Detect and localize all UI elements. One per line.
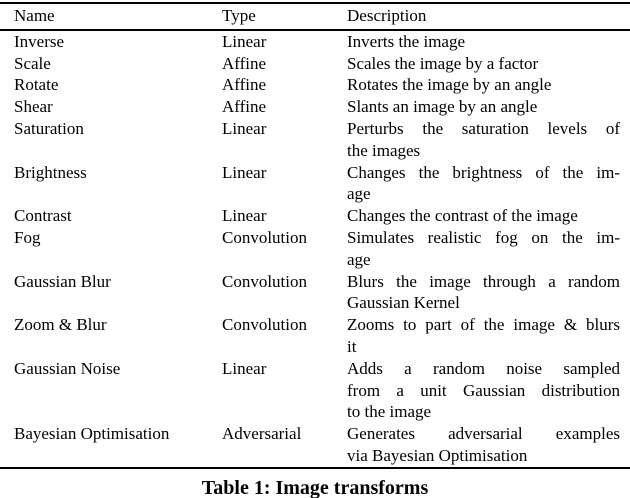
table-row: Saturation Linear Perturbs the saturatio… bbox=[0, 118, 630, 162]
description-line: Adds a random noise sampled bbox=[347, 358, 620, 378]
description-line: via Bayesian Optimisation bbox=[347, 445, 528, 465]
description-line: Simulates realistic fog on the im- bbox=[347, 227, 620, 247]
cell-description: Inverts the image bbox=[347, 30, 630, 53]
cell-type: Convolution bbox=[222, 271, 308, 291]
description-line: age bbox=[347, 184, 371, 204]
cell-type: Linear bbox=[222, 358, 267, 378]
cell-description: Rotates the image by an angle bbox=[347, 74, 630, 96]
cell-name: Bayesian Optimisation bbox=[14, 424, 170, 444]
cell-name: Inverse bbox=[14, 31, 65, 51]
description-line: it bbox=[347, 336, 357, 356]
table-row: Gaussian Noise Linear Adds a random nois… bbox=[0, 358, 630, 423]
cell-type: Affine bbox=[222, 75, 267, 95]
table-row: Shear Affine Slants an image by an angle bbox=[0, 96, 630, 118]
cell-type: Convolution bbox=[222, 227, 308, 247]
table-row: Contrast Linear Changes the contrast of … bbox=[0, 205, 630, 227]
cell-name: Scale bbox=[14, 53, 51, 73]
description-line: to the image bbox=[347, 402, 432, 422]
table-body: Inverse Linear Inverts the image Scale A… bbox=[0, 30, 630, 468]
cell-description: Simulates realistic fog on the im-age bbox=[347, 227, 630, 271]
cell-name: Brightness bbox=[14, 162, 87, 182]
table-header: Name Type Description bbox=[0, 3, 630, 30]
table-caption: Table 1: Image transforms bbox=[201, 476, 429, 498]
table-row: Gaussian Blur Convolution Blurs the imag… bbox=[0, 271, 630, 315]
header-row: Name Type Description bbox=[0, 3, 630, 30]
cell-description: Changes the contrast of the image bbox=[347, 205, 630, 227]
cell-type: Convolution bbox=[222, 315, 308, 335]
image-transforms-table: Name Type Description Inverse Linear Inv… bbox=[0, 2, 630, 469]
description-line: Slants an image by an angle bbox=[347, 97, 538, 117]
table-row: Brightness Linear Changes the brightness… bbox=[0, 162, 630, 206]
description-line: Changes the brightness of the im- bbox=[347, 162, 620, 182]
cell-name: Shear bbox=[14, 97, 53, 117]
table-row: Scale Affine Scales the image by a facto… bbox=[0, 53, 630, 75]
description-line: Perturbs the saturation levels of bbox=[347, 118, 620, 138]
description-line: the images bbox=[347, 140, 421, 160]
description-line: age bbox=[347, 249, 371, 269]
cell-type: Linear bbox=[222, 118, 267, 138]
cell-name: Gaussian Noise bbox=[14, 358, 121, 378]
description-line: Scales the image by a factor bbox=[347, 53, 539, 73]
description-line: Inverts the image bbox=[347, 31, 466, 51]
cell-description: Slants an image by an angle bbox=[347, 96, 630, 118]
description-line: from a unit Gaussian distribution bbox=[347, 380, 620, 400]
column-header-type: Type bbox=[222, 6, 256, 25]
description-line: Gaussian Kernel bbox=[347, 293, 460, 313]
cell-type: Affine bbox=[222, 97, 267, 117]
table-row: Rotate Affine Rotates the image by an an… bbox=[0, 74, 630, 96]
description-line: Rotates the image by an angle bbox=[347, 75, 552, 95]
cell-type: Adversarial bbox=[222, 424, 302, 444]
cell-description: Changes the brightness of the im-age bbox=[347, 162, 630, 206]
cell-name: Saturation bbox=[14, 118, 84, 138]
cell-name: Rotate bbox=[14, 75, 59, 95]
column-header-description: Description bbox=[347, 6, 427, 25]
description-line: Blurs the image through a random bbox=[347, 271, 620, 291]
cell-name: Gaussian Blur bbox=[14, 271, 111, 291]
description-line: Changes the contrast of the image bbox=[347, 206, 578, 226]
cell-type: Linear bbox=[222, 31, 267, 51]
cell-name: Zoom & Blur bbox=[14, 315, 107, 335]
table-row: Inverse Linear Inverts the image bbox=[0, 30, 630, 53]
cell-type: Affine bbox=[222, 53, 267, 73]
cell-type: Linear bbox=[222, 206, 267, 226]
table-row: Bayesian Optimisation Adversarial Genera… bbox=[0, 423, 630, 468]
cell-type: Linear bbox=[222, 162, 267, 182]
table-row: Fog Convolution Simulates realistic fog … bbox=[0, 227, 630, 271]
cell-name: Contrast bbox=[14, 206, 72, 226]
cell-name: Fog bbox=[14, 227, 41, 247]
cell-description: Scales the image by a factor bbox=[347, 53, 630, 75]
column-header-name: Name bbox=[14, 6, 55, 25]
description-line: Generates adversarial examples bbox=[347, 424, 620, 444]
description-line: Zooms to part of the image & blurs bbox=[347, 315, 620, 335]
table-row: Zoom & Blur Convolution Zooms to part of… bbox=[0, 314, 630, 358]
